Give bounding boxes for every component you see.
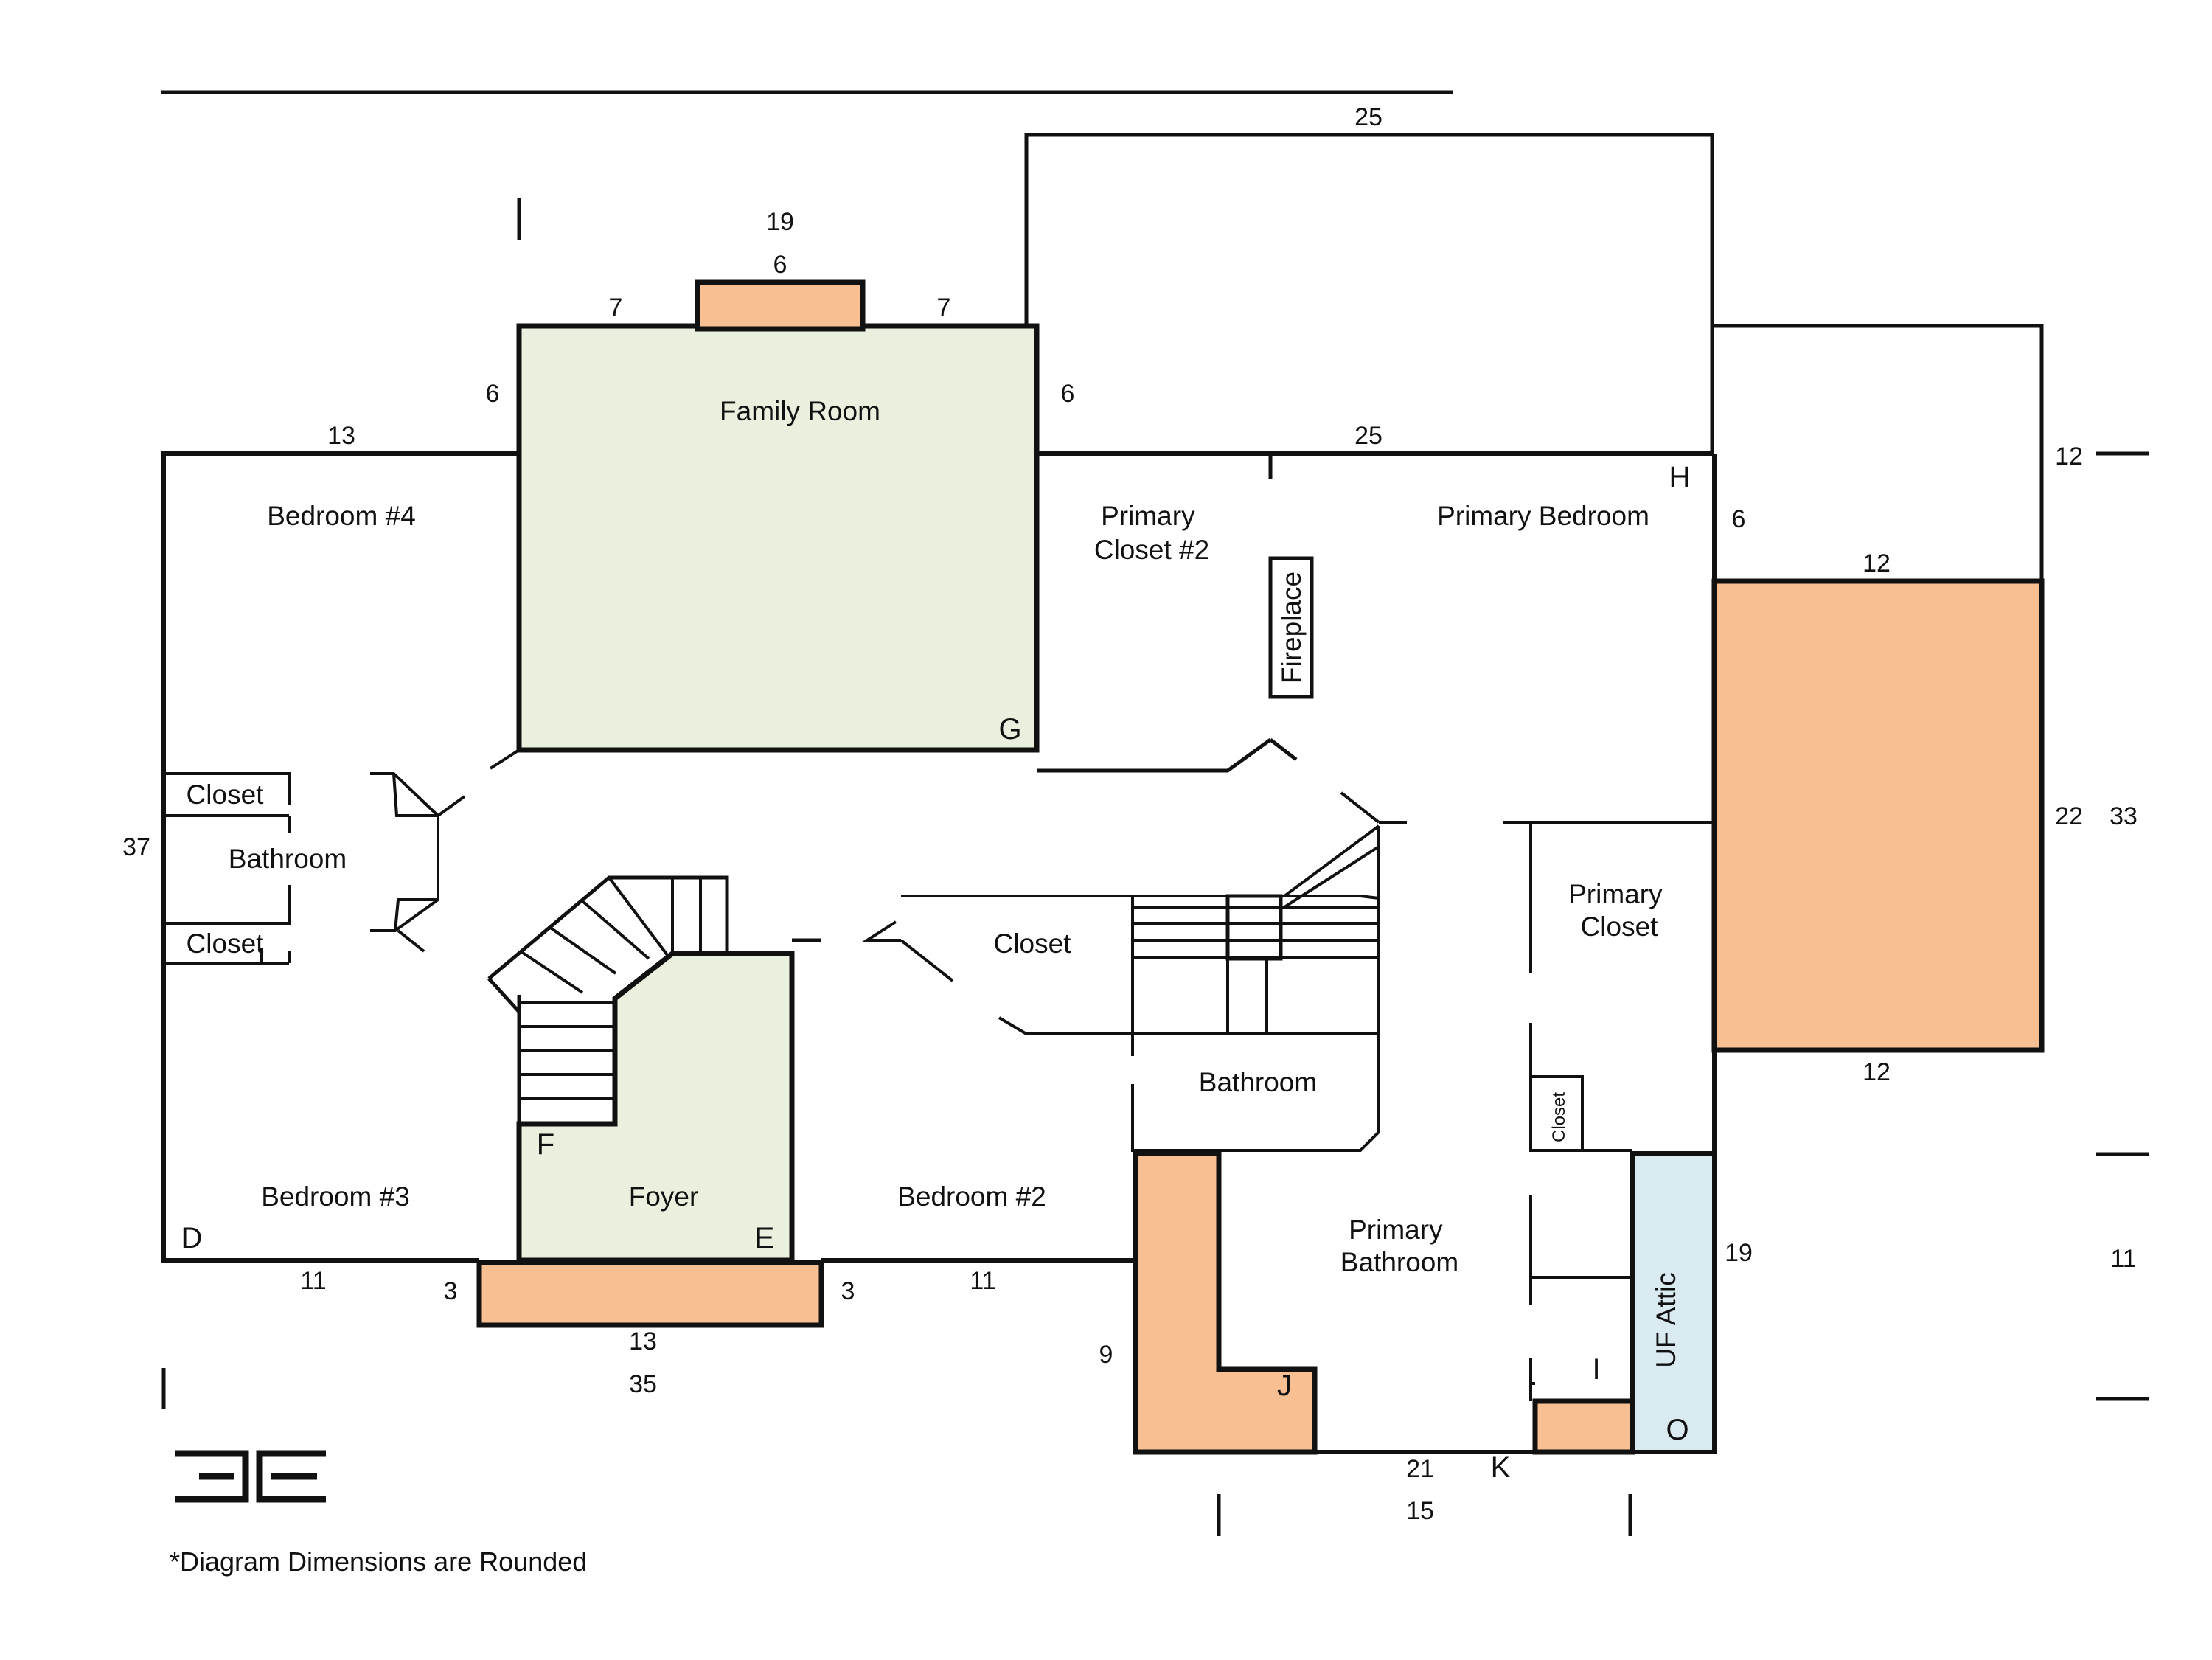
- dim-19-right: 19: [1725, 1239, 1753, 1267]
- dim-6-fireplace: 6: [773, 251, 787, 279]
- dim-13-top: 13: [327, 422, 355, 450]
- dim-6-right: 6: [1061, 380, 1075, 408]
- closet-small-label: Closet: [1549, 1092, 1569, 1142]
- bottom-small-bumpout: [1532, 1398, 1635, 1455]
- point-i: I: [1592, 1353, 1600, 1386]
- dim-21: 21: [1406, 1455, 1434, 1483]
- point-h: H: [1669, 461, 1691, 493]
- dim-13-bottom: 13: [629, 1327, 657, 1355]
- dim-11-left: 11: [300, 1267, 326, 1295]
- primary-bedroom-label: Primary Bedroom: [1437, 501, 1649, 531]
- bedroom-4-label: Bedroom #4: [267, 501, 416, 531]
- closet-middle-label: Closet: [994, 928, 1072, 959]
- foyer-label: Foyer: [629, 1181, 699, 1212]
- point-g: G: [998, 713, 1021, 746]
- bedroom-2-label: Bedroom #2: [897, 1181, 1046, 1212]
- family-room-label: Family Room: [720, 396, 880, 426]
- dim-37: 37: [122, 833, 150, 861]
- point-f: F: [537, 1128, 554, 1161]
- dim-35: 35: [629, 1370, 657, 1398]
- primary-closet-label: Primary Closet: [1568, 879, 1670, 942]
- uf-attic-label: UF Attic: [1651, 1272, 1681, 1368]
- bedroom-3-label: Bedroom #3: [261, 1181, 410, 1212]
- dim-6-h: 6: [1732, 505, 1746, 533]
- point-d: D: [181, 1222, 203, 1254]
- front-porch-bumpout: [476, 1260, 824, 1328]
- fireplace-label: Fireplace: [1276, 572, 1307, 684]
- closet-lower-label: Closet: [187, 928, 265, 959]
- point-o: O: [1666, 1414, 1688, 1446]
- dim-25-top: 25: [1354, 103, 1382, 131]
- walls: [161, 90, 2149, 1536]
- point-e: E: [755, 1222, 775, 1254]
- dim-15: 15: [1406, 1497, 1434, 1525]
- dim-3-right: 3: [841, 1277, 855, 1305]
- dim-19: 19: [766, 208, 794, 236]
- dim-12-bottom: 12: [1863, 1058, 1891, 1086]
- dim-3-left: 3: [444, 1277, 458, 1305]
- dim-22: 22: [2055, 802, 2083, 830]
- dim-7-right: 7: [937, 294, 951, 322]
- footnote: *Diagram Dimensions are Rounded: [170, 1546, 587, 1577]
- reference-points: H G F D E J I K O: [181, 461, 1691, 1484]
- point-j: J: [1277, 1369, 1292, 1402]
- dim-11-right: 11: [970, 1267, 995, 1295]
- dim-11-far: 11: [2110, 1245, 2136, 1273]
- bathroom-left-label: Bathroom: [229, 844, 347, 874]
- colored-areas: [476, 279, 2045, 1455]
- room-labels: Family Room Bedroom #4 Primary Closet #2…: [187, 396, 1681, 1368]
- bathroom-center-label: Bathroom: [1199, 1067, 1317, 1097]
- dim-6-left: 6: [486, 380, 500, 408]
- dim-33: 33: [2110, 802, 2138, 830]
- point-k: K: [1491, 1451, 1511, 1484]
- dec-logo: [175, 1450, 326, 1503]
- family-room-area: [516, 323, 1040, 753]
- foyer-area: [516, 951, 795, 1263]
- right-bumpout: [1711, 578, 2045, 1053]
- primary-closet-2-label: Primary Closet #2: [1094, 501, 1209, 565]
- fireplace-bumpout: [695, 279, 866, 332]
- primary-bathroom-label: Primary Bathroom: [1340, 1215, 1458, 1277]
- uf-attic-area: [1630, 1151, 1717, 1454]
- dim-12-top: 12: [1863, 549, 1891, 577]
- dimension-labels: 25 19 6 7 7 6 6 13 25 12 6 12 22 33 12 3…: [122, 103, 2138, 1525]
- dim-25-mid: 25: [1354, 422, 1382, 450]
- closet-upper-label: Closet: [187, 779, 265, 810]
- dim-12-far: 12: [2055, 442, 2083, 470]
- dim-7-left: 7: [609, 294, 623, 322]
- primary-bathroom-bumpout: [1133, 1150, 1318, 1455]
- dim-9: 9: [1099, 1341, 1113, 1369]
